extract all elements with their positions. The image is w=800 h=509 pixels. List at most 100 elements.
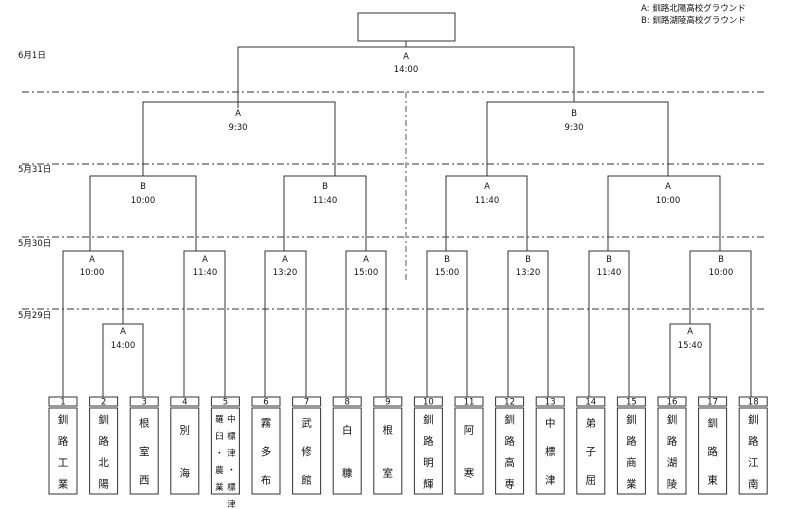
team-name: 釧路工業 <box>58 413 69 491</box>
team-name: 釧路北陽 <box>98 413 109 491</box>
bracket-line <box>445 175 528 251</box>
match-time: 9:30 <box>564 123 583 133</box>
team-number-box <box>454 396 484 407</box>
team-name-box <box>413 407 443 495</box>
match-venue: A <box>363 255 369 265</box>
team-number-box <box>576 396 606 407</box>
bracket-line <box>486 101 669 176</box>
team-number: 2 <box>101 398 106 408</box>
team-list: 1釧路工業2釧路北陽3根室西4別海5中標津・標津羅臼・農業6霧多布7武修館8白糠… <box>48 396 768 509</box>
legend-venue-a: A: 釧路北陽高校グラウンド <box>641 3 746 14</box>
match-venue: A <box>202 255 208 265</box>
match-time: 10:00 <box>131 196 156 206</box>
team-name: 霧多布 <box>261 417 272 486</box>
team-number: 14 <box>585 398 596 408</box>
match-venue: A <box>484 182 490 192</box>
match-time: 11:40 <box>475 196 500 206</box>
date-label-may29: 5月29日 <box>18 311 51 321</box>
bracket-line <box>264 250 307 397</box>
date-label-may31: 5月31日 <box>18 165 51 175</box>
bracket-line <box>669 323 711 397</box>
bracket-line <box>89 175 197 251</box>
bracket-line <box>237 46 575 102</box>
team-name-box <box>738 407 768 495</box>
match-venue: A <box>403 52 409 62</box>
team-name-box <box>251 407 281 495</box>
match-time: 11:40 <box>597 268 622 278</box>
match-venue: A <box>120 327 126 337</box>
date-label-jun1: 6月1日 <box>18 51 46 61</box>
match-time: 14:00 <box>111 341 136 351</box>
match-time: 11:40 <box>193 268 218 278</box>
team-number-box <box>495 396 525 407</box>
team-number: 13 <box>545 398 556 408</box>
match-venue: B <box>606 255 612 265</box>
match-venue: A <box>687 327 693 337</box>
team-number-box <box>89 396 119 407</box>
team-name: 釧路高専 <box>504 413 515 491</box>
team-name: 釧路湖陵 <box>667 413 678 491</box>
team-name: 根室 <box>383 424 394 480</box>
match-venue: A <box>89 255 95 265</box>
team-name-box <box>535 407 565 495</box>
team-number-box <box>170 396 200 407</box>
match-venue: B <box>525 255 531 265</box>
team-name: 武修館 <box>301 416 312 486</box>
team-number-box <box>698 396 728 407</box>
team-number-box <box>251 396 281 407</box>
match-time: 10:00 <box>709 268 734 278</box>
team-number-box <box>373 396 403 407</box>
bracket-line <box>507 250 549 397</box>
team-number-box <box>210 396 240 407</box>
bracket-line <box>183 250 226 397</box>
team-entry: 9 根室 <box>373 396 403 495</box>
bracket-line <box>142 101 336 176</box>
team-name: 弟子屈 <box>586 417 597 486</box>
team-number-box <box>332 396 362 407</box>
bracket-line <box>62 250 124 397</box>
team-name-box <box>332 407 362 495</box>
match-time: 11:40 <box>313 196 338 206</box>
team-entry: 6 霧多布 <box>251 396 281 495</box>
team-entry: 2 釧路北陽 <box>89 396 119 495</box>
match-venue: A <box>282 255 288 265</box>
team-name-box <box>210 407 240 495</box>
team-number: 3 <box>141 398 146 408</box>
team-name: 中標津 <box>545 416 556 486</box>
team-name: 釧路江南 <box>748 413 759 491</box>
match-venue: B <box>140 182 146 192</box>
team-name-box <box>616 407 646 495</box>
match-venue: A <box>235 109 241 119</box>
match-venue: B <box>571 109 577 119</box>
bracket-line <box>102 323 144 397</box>
match-venue: B <box>444 255 450 265</box>
team-number: 6 <box>263 398 268 408</box>
champion-box <box>357 12 456 42</box>
match-time: 13:20 <box>516 268 541 278</box>
team-number-box <box>292 396 322 407</box>
team-number-box <box>616 396 646 407</box>
bracket-line <box>426 250 468 397</box>
match-time: 15:00 <box>435 268 460 278</box>
team-entry: 14 弟子屈 <box>576 396 606 495</box>
team-number-box <box>48 396 78 407</box>
match-venue: A <box>665 182 671 192</box>
bracket-line <box>588 250 630 397</box>
team-name: 別海 <box>180 425 191 480</box>
team-number: 10 <box>423 398 434 408</box>
team-number-box <box>535 396 565 407</box>
team-number: 9 <box>385 398 390 408</box>
team-name-box <box>576 407 606 495</box>
team-number: 7 <box>304 398 309 408</box>
team-name: 釧路商業 <box>626 413 637 491</box>
team-entry: 7 武修館 <box>292 396 322 495</box>
